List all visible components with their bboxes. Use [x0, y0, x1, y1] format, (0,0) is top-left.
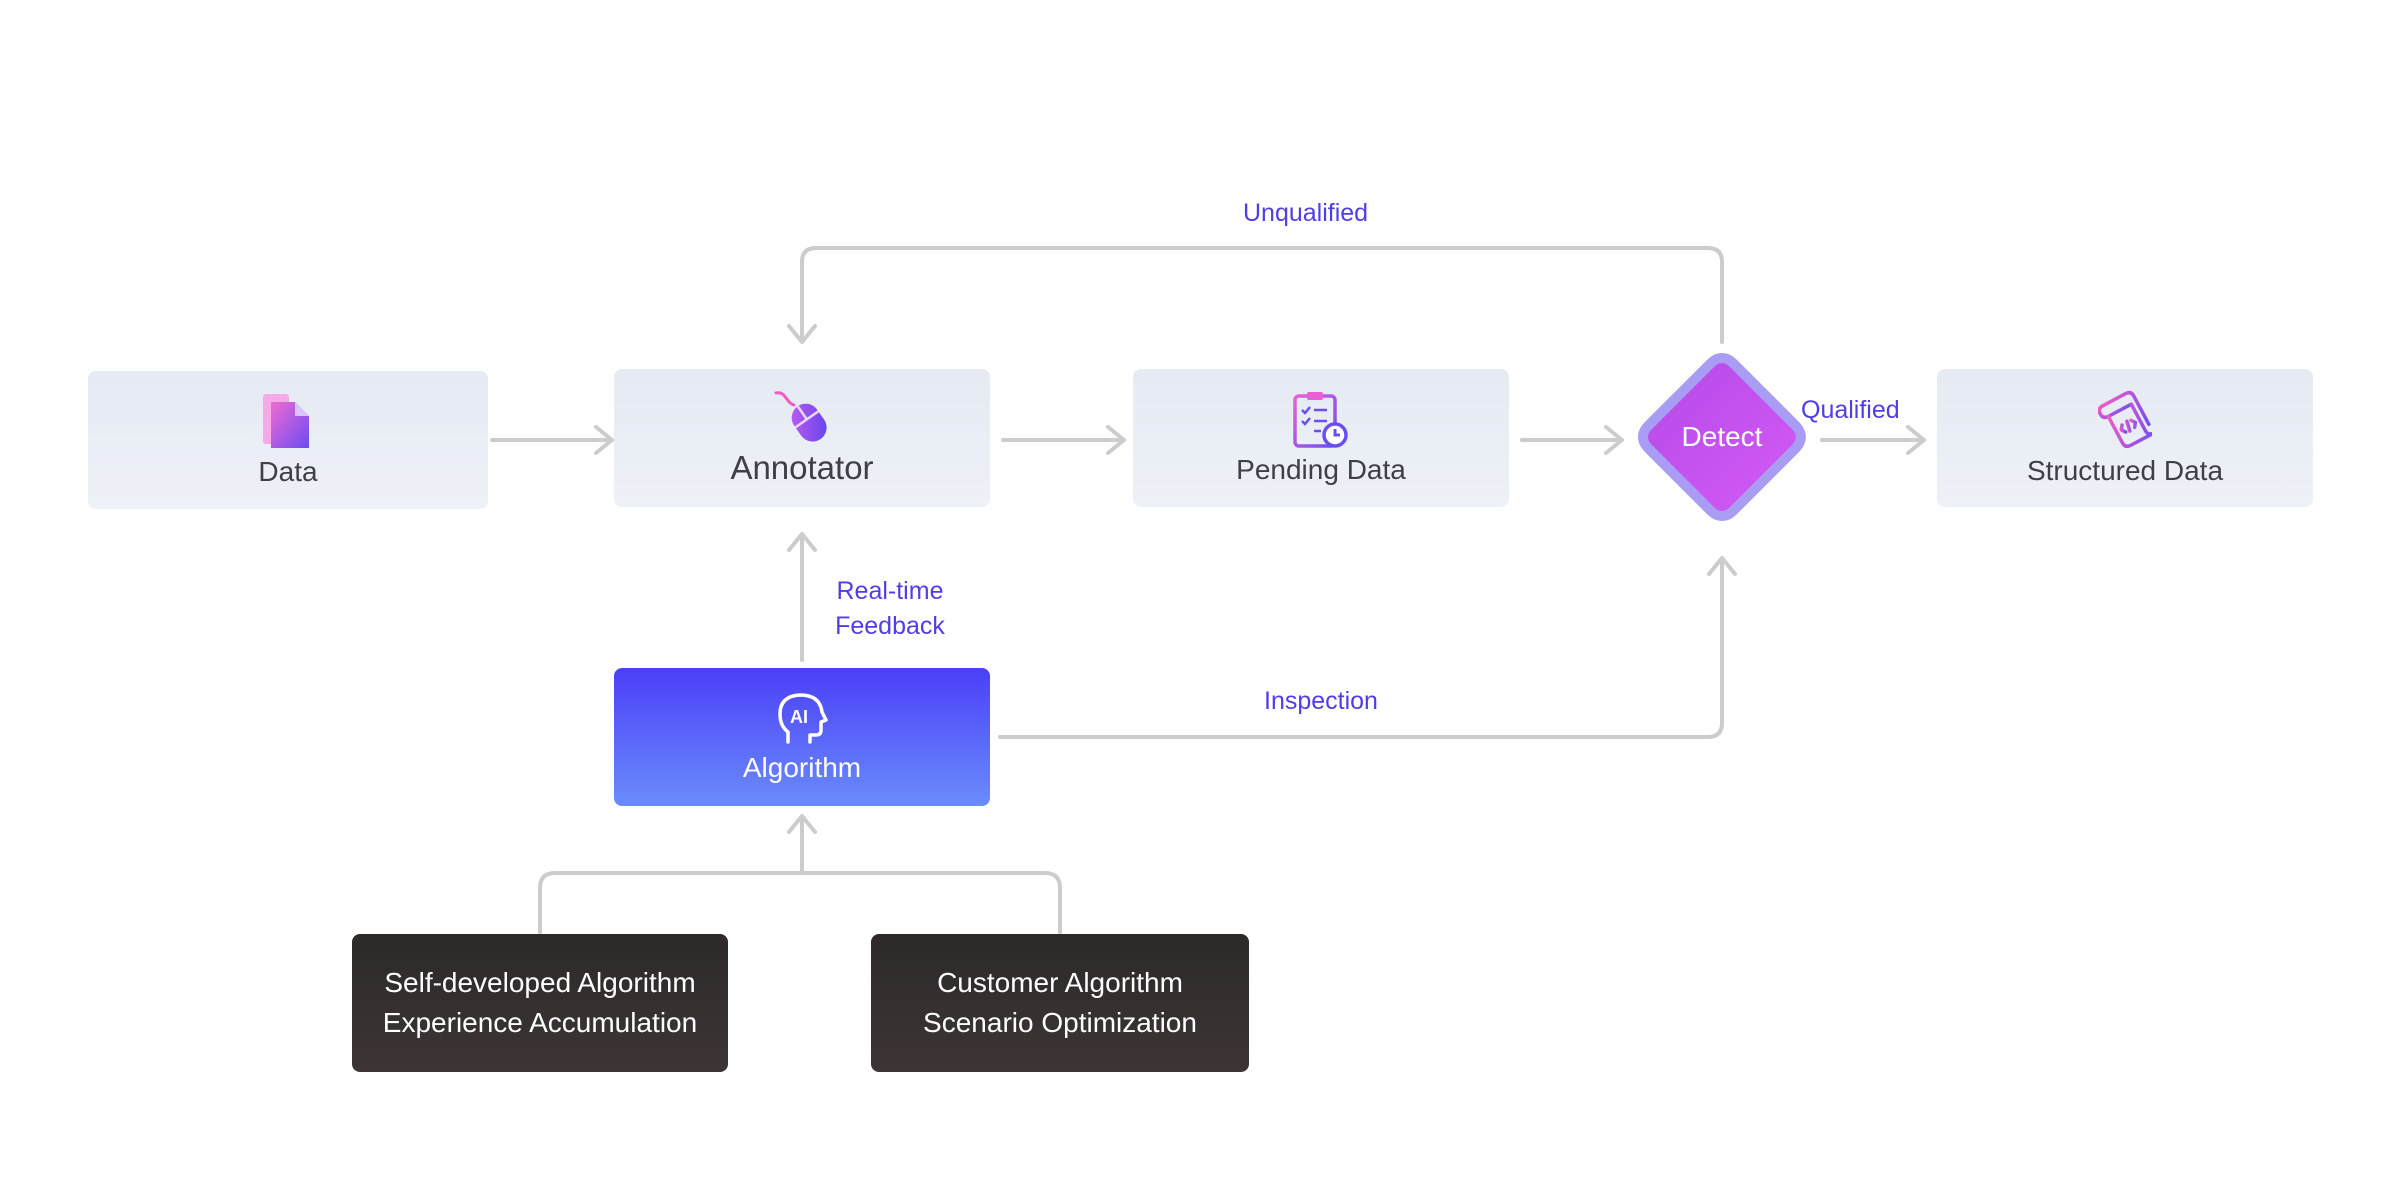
- customer-line-2: Scenario Optimization: [923, 1007, 1197, 1038]
- qualified-label: Qualified: [1801, 396, 1900, 424]
- inspection-label: Inspection: [1264, 687, 1378, 715]
- algorithm-node: AI Algorithm: [614, 668, 990, 806]
- algorithm-label: Algorithm: [742, 752, 862, 783]
- customer-algorithm-node: Customer Algorithm Scenario Optimization: [871, 934, 1249, 1072]
- structured-data-label: Structured Data: [2026, 455, 2224, 486]
- customer-line-1: Customer Algorithm: [937, 967, 1183, 998]
- annotator-label: Annotator: [730, 449, 874, 486]
- mouse-icon: [774, 391, 827, 442]
- pending-data-node: Pending Data: [1133, 369, 1509, 507]
- document-stack-icon: [263, 394, 309, 448]
- data-label: Data: [258, 456, 318, 487]
- self-developed-line-2: Experience Accumulation: [382, 1007, 698, 1038]
- svg-text:AI: AI: [790, 707, 808, 727]
- scroll-code-icon: [2098, 390, 2152, 449]
- ai-head-icon: AI: [778, 693, 828, 744]
- self-developed-node: Self-developed Algorithm Experience Accu…: [352, 934, 728, 1072]
- detect-diamond-shape: [1638, 353, 1806, 521]
- unqualified-label: Unqualified: [1243, 199, 1369, 227]
- structured-data-node: Structured Data: [1937, 369, 2313, 507]
- realtime-feedback-label: Real-time Feedback: [820, 574, 960, 644]
- detect-label: Detect: [1681, 421, 1763, 452]
- detect-node: Detect: [1637, 352, 1807, 522]
- realtime-line-1: Real-time: [836, 577, 944, 605]
- clipboard-clock-icon: [1293, 392, 1348, 448]
- data-node: Data: [88, 371, 488, 509]
- realtime-line-2: Feedback: [835, 612, 945, 640]
- self-developed-line-1: Self-developed Algorithm: [384, 967, 696, 998]
- pending-data-label: Pending Data: [1236, 454, 1406, 485]
- annotator-node: Annotator: [614, 369, 990, 507]
